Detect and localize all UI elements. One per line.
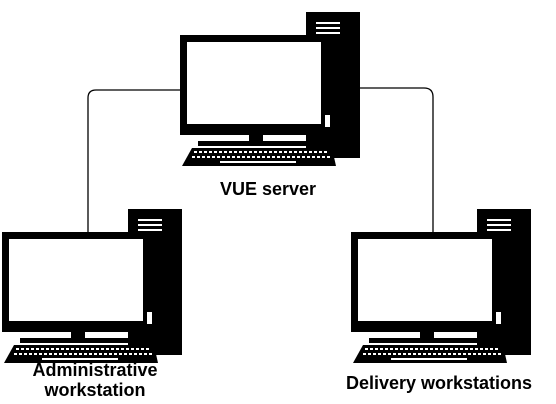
admin-workstation-label-line2: workstation <box>44 380 146 400</box>
connection-server-delivery <box>356 87 434 234</box>
admin-workstation-label: Administrative workstation <box>0 360 190 400</box>
delivery-workstations-label: Delivery workstations <box>345 373 533 393</box>
delivery-workstation-computer-icon <box>351 209 531 363</box>
admin-workstation-computer-icon <box>2 209 182 363</box>
server-label: VUE server <box>219 179 317 199</box>
server-computer-icon <box>180 12 360 166</box>
admin-workstation-label-line1: Administrative <box>32 360 158 380</box>
connection-server-admin <box>87 89 182 236</box>
